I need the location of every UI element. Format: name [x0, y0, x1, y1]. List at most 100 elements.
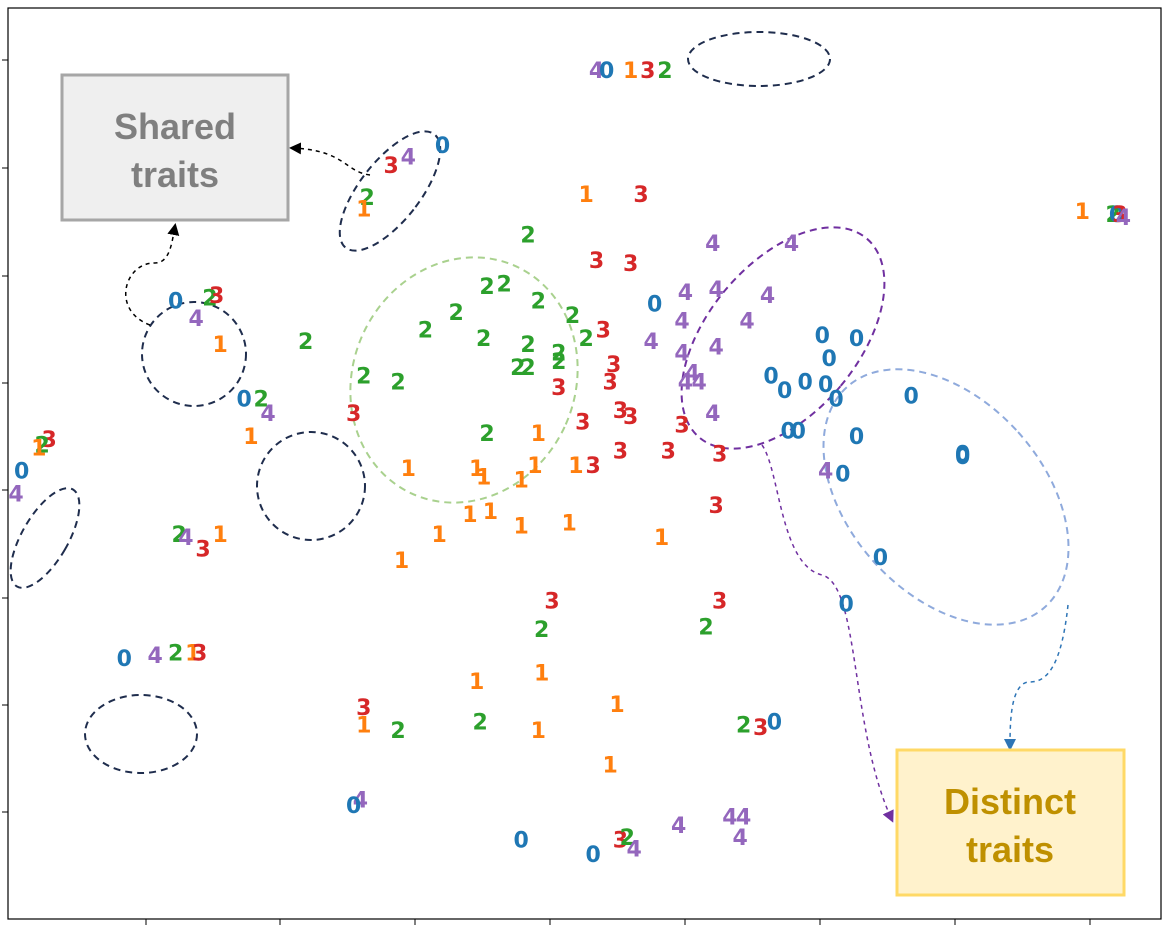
point-class-4: 4 [674, 341, 689, 366]
point-class-3: 3 [661, 440, 676, 465]
point-class-1: 1 [514, 514, 529, 539]
point-class-1: 1 [603, 754, 618, 779]
point-class-4: 4 [671, 814, 686, 839]
distinct-traits-label-line1: Distinct [944, 781, 1076, 822]
point-class-4: 4 [760, 284, 775, 309]
point-class-1: 1 [185, 641, 200, 666]
point-class-2: 2 [657, 59, 672, 84]
point-class-4: 4 [1116, 206, 1131, 231]
point-class-4: 4 [722, 806, 737, 831]
point-class-4: 4 [685, 362, 700, 387]
point-class-2: 2 [520, 223, 535, 248]
class-4-ellipse [680, 226, 886, 450]
point-class-3: 3 [712, 589, 727, 614]
plot-frame [7, 7, 1162, 920]
point-class-0: 0 [514, 829, 529, 854]
point-class-2: 2 [171, 523, 186, 548]
point-class-0: 0 [904, 385, 919, 410]
point-class-4: 4 [739, 310, 754, 335]
point-class-2: 2 [620, 826, 635, 851]
point-class-0: 0 [168, 290, 183, 315]
point-class-0: 0 [815, 324, 830, 349]
point-class-1: 1 [212, 523, 227, 548]
point-class-2: 2 [390, 370, 405, 395]
shared-ellipse-top [687, 31, 831, 87]
point-class-1: 1 [654, 526, 669, 551]
distinct-arrow-purple [761, 444, 894, 823]
point-class-4: 4 [147, 644, 162, 669]
shared-arrow-bottom [125, 223, 180, 326]
point-class-0: 0 [236, 388, 251, 413]
point-class-1: 1 [212, 333, 227, 358]
point-class-1: 1 [401, 457, 416, 482]
point-class-3: 3 [623, 405, 638, 430]
distinct-traits-label-line2: traits [966, 829, 1054, 870]
point-class-0: 0 [798, 370, 813, 395]
point-class-2: 2 [565, 304, 580, 329]
point-class-1: 1 [356, 713, 371, 738]
point-class-1: 1 [623, 59, 638, 84]
point-class-3: 3 [195, 538, 210, 563]
point-class-4: 4 [260, 402, 275, 427]
point-class-0: 0 [647, 292, 662, 317]
point-class-3: 3 [192, 641, 207, 666]
point-class-4: 4 [678, 370, 693, 395]
point-class-2: 2 [254, 388, 269, 413]
point-class-1: 1 [483, 500, 498, 525]
point-class-3: 3 [596, 318, 611, 343]
point-class-2: 2 [531, 290, 546, 315]
point-class-2: 2 [736, 713, 751, 738]
point-class-0: 0 [599, 59, 614, 84]
point-class-0: 0 [14, 460, 29, 485]
point-class-4: 4 [674, 310, 689, 335]
point-class-3: 3 [1112, 203, 1127, 228]
point-class-2: 2 [579, 327, 594, 352]
shared-traits-box: Shared traits [60, 73, 290, 222]
point-class-4: 4 [736, 806, 751, 831]
point-class-0: 0 [955, 442, 970, 467]
point-class-0: 0 [763, 365, 778, 390]
point-class-0: 0 [585, 843, 600, 868]
point-class-1: 1 [394, 549, 409, 574]
point-class-3: 3 [613, 829, 628, 854]
y-ticks [2, 59, 8, 813]
point-class-4: 4 [189, 307, 204, 332]
point-class-4: 4 [709, 336, 724, 361]
shared-traits-label-line1: Shared [114, 106, 236, 147]
point-class-2: 2 [298, 330, 313, 355]
class-2-ellipse [349, 256, 579, 504]
point-class-2: 2 [520, 356, 535, 381]
point-class-2: 2 [472, 711, 487, 736]
point-class-0: 0 [767, 711, 782, 736]
point-class-1: 1 [609, 693, 624, 718]
point-class-2: 2 [356, 365, 371, 390]
point-class-2: 2 [360, 186, 375, 211]
point-class-0: 0 [835, 463, 850, 488]
point-class-3: 3 [640, 59, 655, 84]
point-class-3: 3 [613, 440, 628, 465]
point-class-3: 3 [753, 716, 768, 741]
point-class-3: 3 [544, 589, 559, 614]
point-class-4: 4 [705, 232, 720, 257]
shared-ellipse-left [141, 301, 247, 407]
point-class-4: 4 [644, 330, 659, 355]
point-class-4: 4 [626, 837, 641, 862]
point-class-2: 2 [418, 318, 433, 343]
point-class-1: 1 [1075, 200, 1090, 225]
point-class-0: 0 [849, 327, 864, 352]
point-class-4: 4 [178, 526, 193, 551]
point-class-2: 2 [168, 641, 183, 666]
distinct-traits-box: Distinct traits [895, 748, 1126, 897]
point-class-1: 1 [243, 425, 258, 450]
point-class-1: 1 [534, 662, 549, 687]
point-class-2: 2 [449, 301, 464, 326]
point-class-0: 0 [839, 592, 854, 617]
point-class-3: 3 [384, 154, 399, 179]
point-class-3: 3 [712, 442, 727, 467]
point-class-1: 1 [431, 523, 446, 548]
point-class-1: 1 [476, 465, 491, 490]
point-class-4: 4 [589, 59, 604, 84]
point-class-0: 0 [777, 379, 792, 404]
point-class-3: 3 [606, 353, 621, 378]
point-class-0: 0 [955, 445, 970, 470]
